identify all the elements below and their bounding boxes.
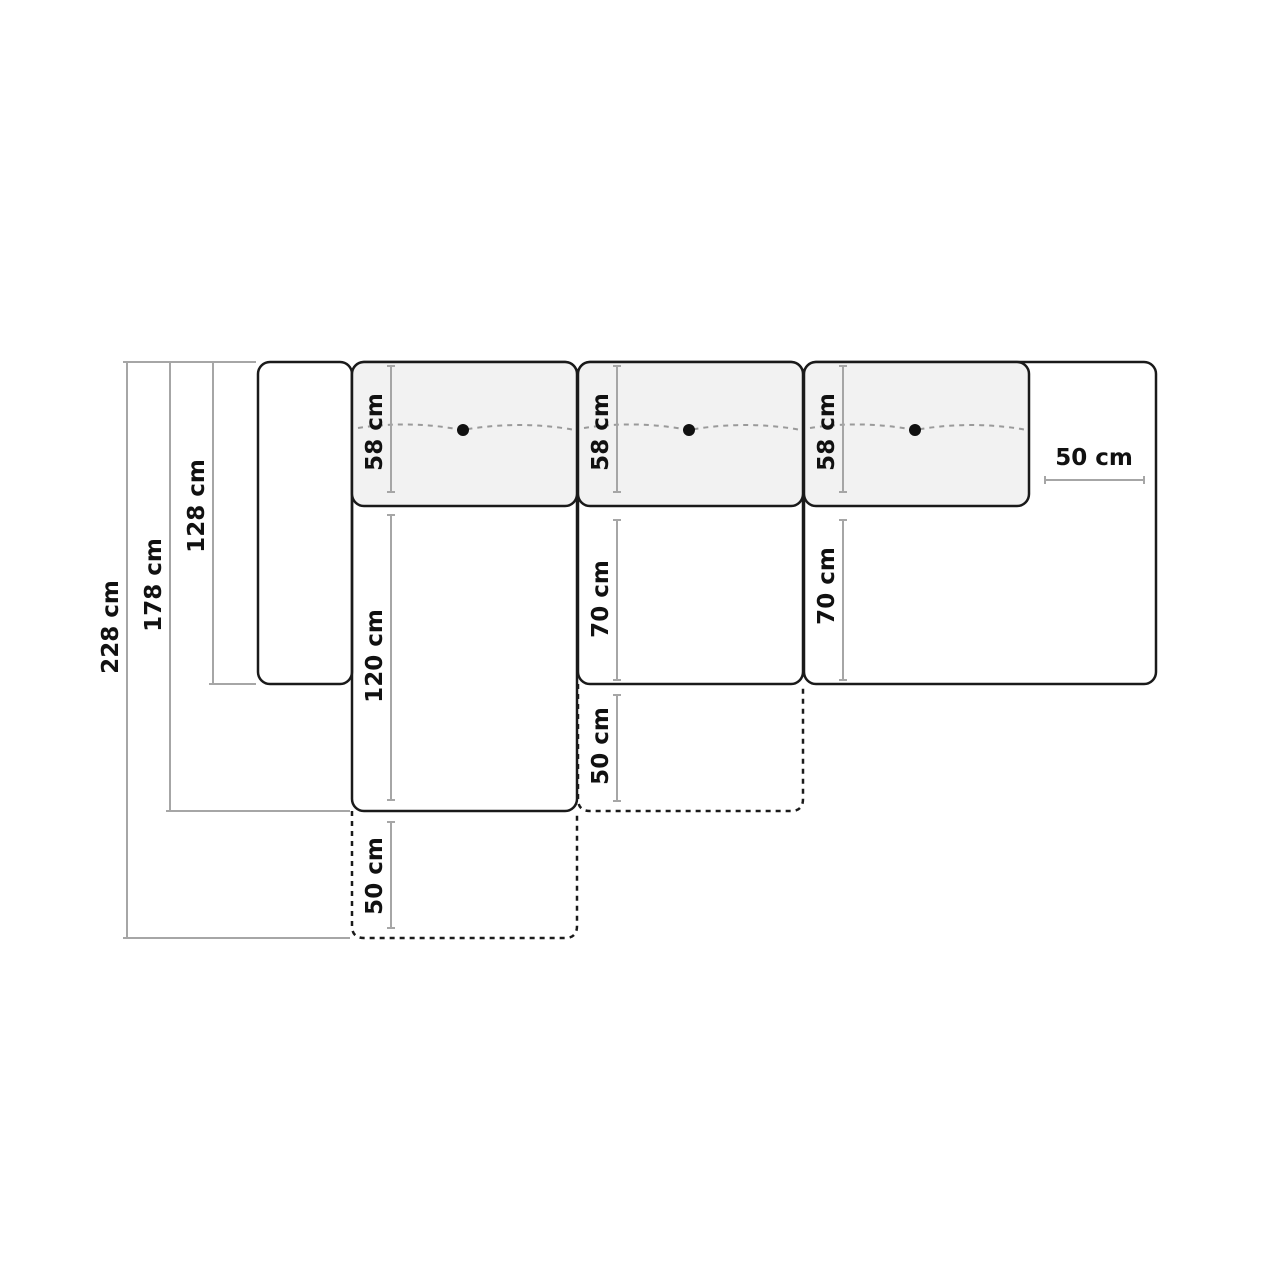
label-backrest-2: 58 cm	[588, 393, 614, 471]
label-arm-width: 50 cm	[1055, 445, 1133, 471]
label-overall-128: 128 cm	[184, 459, 210, 553]
label-overall-178: 178 cm	[141, 538, 167, 632]
label-backrest-3: 58 cm	[814, 393, 840, 471]
label-extension-middle: 50 cm	[588, 707, 614, 785]
label-overall-228: 228 cm	[98, 580, 124, 674]
chaise-extension-outline	[350, 811, 579, 940]
left-armrest	[256, 360, 354, 686]
extensions	[350, 684, 805, 940]
button-dot-3	[909, 424, 921, 436]
label-backrest-1: 58 cm	[362, 393, 388, 471]
middle-extension-outline	[576, 684, 805, 813]
label-seat-70-middle: 70 cm	[588, 560, 614, 638]
button-dot-2	[683, 424, 695, 436]
button-dot-1	[457, 424, 469, 436]
label-extension-chaise: 50 cm	[362, 837, 388, 915]
dimension-labels: 228 cm 178 cm 128 cm 58 cm 58 cm 58 cm 1…	[98, 393, 1133, 915]
cushion-buttons	[457, 424, 921, 436]
dimension-lines	[123, 361, 1145, 939]
label-seat-120: 120 cm	[362, 609, 388, 703]
label-seat-70-right: 70 cm	[814, 547, 840, 625]
